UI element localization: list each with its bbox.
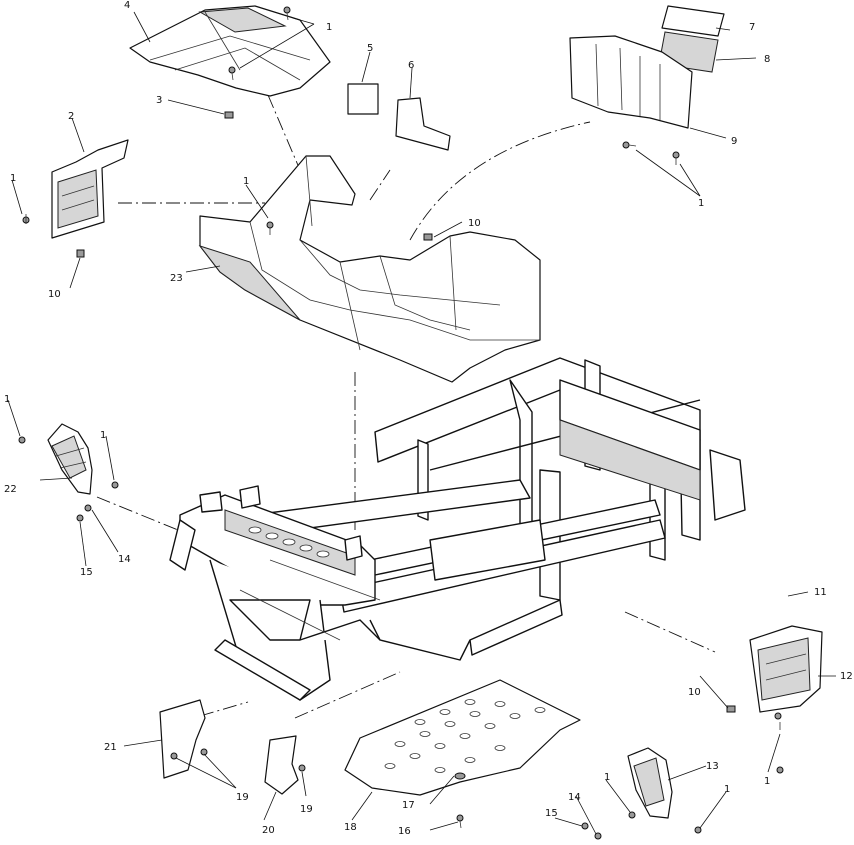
bolt-icon: [628, 811, 636, 819]
part-20-bracket: [264, 735, 299, 795]
callout-19: 19: [236, 792, 249, 803]
callout-20: 20: [262, 825, 275, 836]
callout-7: 7: [749, 22, 755, 33]
main-frame: [169, 357, 746, 701]
nut-clip-icon: [224, 111, 234, 119]
callout-1: 1: [326, 22, 332, 33]
callout-5: 5: [367, 43, 373, 54]
part-22-front-guard: [47, 423, 93, 495]
callout-1: 1: [604, 772, 610, 783]
bolt-icon: [283, 6, 291, 21]
callout-6: 6: [408, 60, 414, 71]
part-12-rear-guard: [749, 625, 823, 713]
callout-14: 14: [118, 554, 131, 565]
callout-10: 10: [48, 289, 61, 300]
callout-18: 18: [344, 822, 357, 833]
callout-1: 1: [100, 430, 106, 441]
callout-1: 1: [4, 394, 10, 405]
callout-11: 11: [814, 587, 827, 598]
callout-22: 22: [4, 484, 17, 495]
leader-lines: [7, 11, 836, 835]
callout-16: 16: [398, 826, 411, 837]
callout-3: 3: [156, 95, 162, 106]
bolt-icon: [298, 764, 306, 772]
bolt-icon: [694, 826, 702, 834]
callout-12: 12: [840, 671, 853, 682]
nut-clip-icon: [76, 249, 85, 258]
bolt-icon: [18, 436, 26, 444]
part-9-rear-panel: [569, 35, 693, 129]
callout-9: 9: [731, 136, 737, 147]
part-18-skid-plate: [344, 679, 581, 796]
callout-21: 21: [104, 742, 117, 753]
bolt-icon: [622, 141, 637, 149]
part-6-decal: [395, 97, 451, 151]
bolt-icon: [672, 151, 680, 165]
callout-4: 4: [124, 0, 130, 11]
callout-1: 1: [243, 176, 249, 187]
bolt-icon: [266, 221, 274, 235]
callout-23: 23: [170, 273, 183, 284]
bolt-icon: [111, 481, 119, 489]
callout-1: 1: [10, 173, 16, 184]
callout-10: 10: [468, 218, 481, 229]
callout-13: 13: [706, 761, 719, 772]
bolt-icon: [200, 748, 208, 756]
callout-1: 1: [764, 776, 770, 787]
part-4-upper-shield: [129, 5, 331, 97]
skid-plate-holes: [384, 699, 546, 773]
callout-8: 8: [764, 54, 770, 65]
callout-2: 2: [68, 111, 74, 122]
callout-10: 10: [688, 687, 701, 698]
bolt-icon: [776, 766, 784, 774]
bolt-icon: [228, 66, 236, 81]
part-2-side-guard: [51, 139, 129, 239]
washer-icon: [581, 822, 602, 840]
washer-icon: [76, 504, 92, 522]
part-13-front-guard: [627, 747, 673, 819]
callout-1: 1: [698, 198, 704, 209]
nut-clip-icon: [423, 233, 433, 241]
part-7-decal: [661, 5, 725, 37]
bolt-icon: [22, 214, 30, 224]
callout-15: 15: [545, 808, 558, 819]
callout-17: 17: [402, 800, 415, 811]
bolt-icon: [774, 712, 782, 730]
bolt-icon: [456, 814, 464, 829]
nut-clip-icon: [726, 705, 736, 713]
callout-14: 14: [568, 792, 581, 803]
part-5-decal: [347, 83, 379, 115]
bolt-icon: [170, 752, 178, 760]
callout-1: 1: [724, 784, 730, 795]
callout-19: 19: [300, 804, 313, 815]
fasteners: [18, 6, 784, 840]
callout-15: 15: [80, 567, 93, 578]
washer-icon: [454, 772, 466, 780]
callout-labels: 1 1 1 1 1 1 1 1 1 4 3 2 10 23 5 6 7 8 9 …: [4, 0, 853, 837]
part-21-bracket: [159, 699, 206, 779]
part-23-floor-tub: [198, 155, 541, 383]
